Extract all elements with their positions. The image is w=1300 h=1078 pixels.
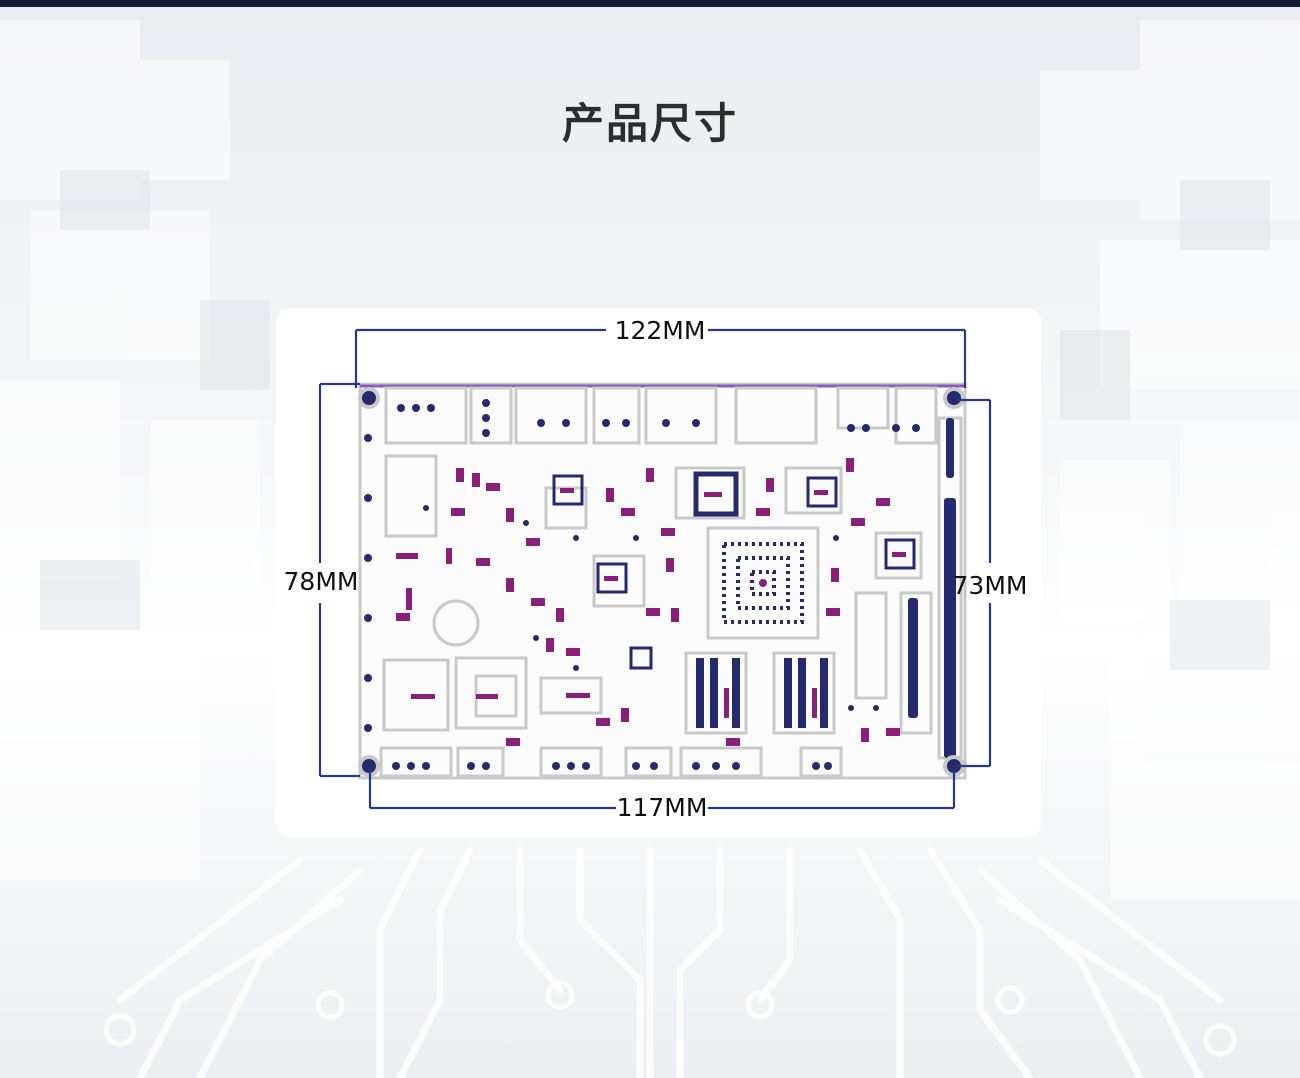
- top-bar: [0, 0, 1300, 7]
- pcb-outline: [358, 382, 967, 780]
- dimension-bottom-label: 117MM: [617, 793, 708, 822]
- dimension-left-label: 78MM: [284, 567, 359, 596]
- dimension-right-label: 73MM: [953, 571, 1028, 600]
- right-header-pins: [944, 498, 956, 758]
- page-title: 产品尺寸: [561, 99, 738, 148]
- main-cpu: [706, 526, 820, 640]
- dimension-lines: [318, 328, 992, 810]
- dimension-top-label: 122MM: [615, 316, 706, 345]
- pcb-dimension-drawing: 122MM 117MM 78MM 73MM: [284, 316, 1028, 822]
- dimension-card: 122MM 117MM 78MM 73MM: [276, 308, 1041, 837]
- bga-ball-grid: [722, 542, 804, 624]
